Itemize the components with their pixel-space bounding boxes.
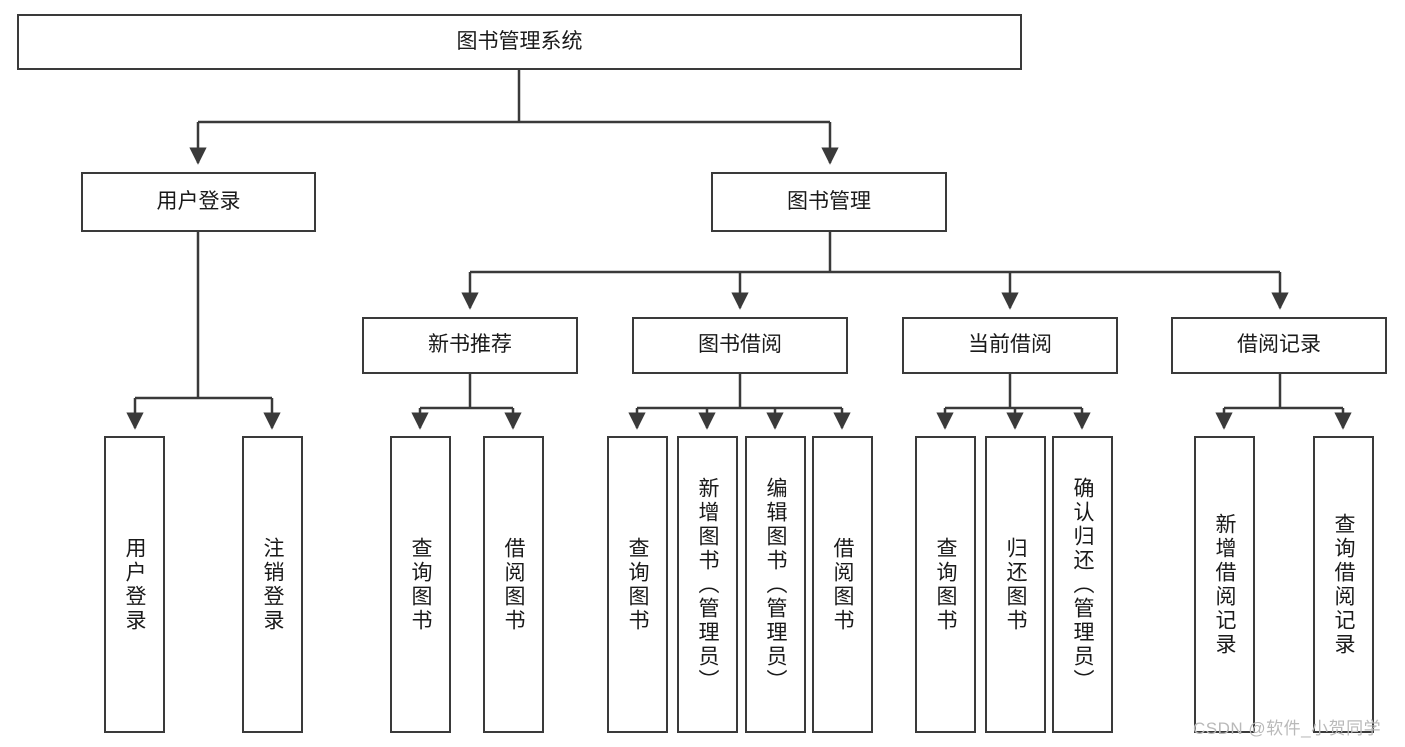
leaf-borrow-book-recommend[interactable]: 借阅图书: [483, 436, 544, 733]
node-book-management-system[interactable]: 图书管理系统: [17, 14, 1022, 70]
leaf-edit-book-admin[interactable]: 编辑图书（管理员）: [745, 436, 806, 733]
leaf-add-borrow-record[interactable]: 新增借阅记录: [1194, 436, 1255, 733]
node-label: 新增借阅记录: [1213, 512, 1236, 657]
leaf-query-book-current[interactable]: 查询图书: [915, 436, 976, 733]
node-new-book-recommend[interactable]: 新书推荐: [362, 317, 578, 374]
node-label: 确认归还（管理员）: [1071, 476, 1094, 693]
node-label: 图书借阅: [698, 333, 782, 357]
node-label: 借阅图书: [831, 536, 854, 633]
leaf-confirm-return-admin[interactable]: 确认归还（管理员）: [1052, 436, 1113, 733]
node-label: 新增图书（管理员）: [696, 476, 719, 693]
node-label: 用户登录: [123, 536, 146, 633]
leaf-borrow-book[interactable]: 借阅图书: [812, 436, 873, 733]
node-label: 图书管理: [787, 189, 871, 213]
node-label: 查询借阅记录: [1332, 512, 1355, 657]
leaf-query-borrow-record[interactable]: 查询借阅记录: [1313, 436, 1374, 733]
node-book-management[interactable]: 图书管理: [711, 172, 947, 232]
node-label: 查询图书: [409, 536, 432, 633]
node-label: 用户登录: [156, 189, 241, 213]
node-label: 借阅图书: [502, 536, 525, 633]
node-label: 注销登录: [261, 536, 284, 633]
leaf-query-book-recommend[interactable]: 查询图书: [390, 436, 451, 733]
node-label: 新书推荐: [428, 333, 512, 357]
node-label: 借阅记录: [1237, 333, 1321, 357]
node-label: 查询图书: [626, 536, 649, 633]
node-user-login[interactable]: 用户登录: [81, 172, 316, 232]
node-label: 归还图书: [1004, 536, 1027, 633]
node-label: 查询图书: [934, 536, 957, 633]
node-label: 图书管理系统: [456, 29, 583, 53]
node-book-borrow[interactable]: 图书借阅: [632, 317, 848, 374]
node-label: 编辑图书（管理员）: [764, 476, 787, 693]
leaf-query-book-borrow[interactable]: 查询图书: [607, 436, 668, 733]
leaf-return-book[interactable]: 归还图书: [985, 436, 1046, 733]
node-label: 当前借阅: [968, 333, 1052, 357]
leaf-user-login[interactable]: 用户登录: [104, 436, 165, 733]
leaf-add-book-admin[interactable]: 新增图书（管理员）: [677, 436, 738, 733]
node-borrow-record[interactable]: 借阅记录: [1171, 317, 1387, 374]
leaf-user-logout[interactable]: 注销登录: [242, 436, 303, 733]
node-current-borrow[interactable]: 当前借阅: [902, 317, 1118, 374]
csdn-watermark: CSDN @软件_小贺同学: [1193, 719, 1382, 738]
